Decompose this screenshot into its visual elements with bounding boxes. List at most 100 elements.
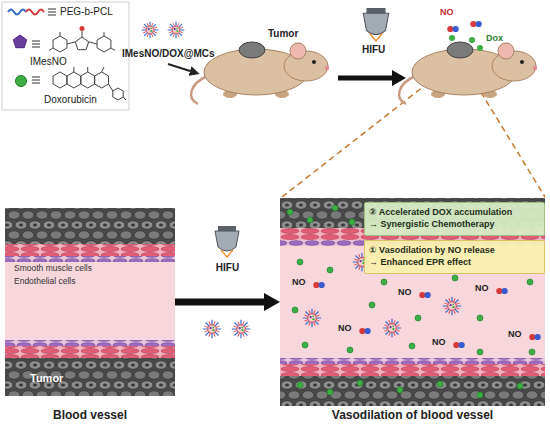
dox-dots [292,307,298,313]
molecule-label: NO [440,8,454,18]
dox-dots [347,347,353,353]
legend-frame [2,2,129,110]
vessel-dilated [280,358,545,364]
callout-text: → Synergistic Chemotherapy [369,218,540,230]
tumor-label: Tumor [268,28,298,39]
dox-dots [307,217,313,223]
dox-dots [452,275,458,281]
legend-swatch [15,75,27,87]
imesno-structure [75,37,88,50]
vessel-normal [5,208,175,244]
dox-dots [332,205,338,211]
legend-label: PEG-b-PCL [60,6,113,17]
agent-label: IMesNO/DOX@MCs [122,48,215,59]
micelle-icon [168,22,185,39]
injection-arrow [168,64,190,71]
dox-dots [287,209,293,215]
drug-label: Dox [486,34,503,44]
equivalence-symbol [32,41,40,47]
dox-dots [477,315,483,321]
legend-label: Doxorubicin [44,94,97,105]
dox-dots [415,315,421,321]
dox-dots [409,343,415,349]
device-label: HIFU [362,44,385,55]
panel-caption: Blood vessel [5,408,175,422]
dox-dots [302,342,308,348]
dox-dots [349,219,355,225]
mouse [191,76,207,104]
mouse [399,42,537,104]
vessel-normal [5,256,175,262]
doxorubicin-structure [81,72,95,88]
legend-label: IMesNO [30,56,67,67]
imesno-structure [97,36,111,52]
peg-chain [8,10,26,15]
transducer-icon [215,226,239,257]
vessel-normal [5,340,175,346]
vessel-panel: Vasodilation of blood vessel② Accelerate… [280,198,545,406]
micelle-icon [142,22,159,39]
no-molecule [419,292,431,298]
mouse [239,42,265,58]
micelle-icon [203,320,221,338]
no-molecule [359,328,371,334]
dox-dots [327,267,333,273]
callout-box: ① Vasodilation by NO release→ Enhanced E… [364,240,545,274]
mouse [284,51,328,81]
no-molecule [313,282,325,288]
molecule-label: NO [338,324,352,334]
molecule-label: NO [292,278,306,288]
dox-dots [357,380,363,386]
imesno-structure [49,26,115,52]
molecule-label: NO [475,284,489,294]
dox-dots [297,259,303,265]
dox-dot [449,35,455,41]
micelle-icon [383,319,401,337]
vessel-dilated [280,198,545,406]
imesno-structure [49,31,115,51]
process-arrow [338,76,392,81]
dox-dot [477,45,483,51]
imesno-structure [53,36,67,52]
callout-text: ① Vasodilation by NO release [369,244,540,256]
mouse [325,66,329,70]
cell-label: Endothelial cells [14,277,75,286]
dox-dots [477,349,483,355]
no-molecule [470,21,482,27]
cell-label: Smooth muscle cells [14,264,92,273]
callout-box: ② Accelerated DOX accumulation→ Synergis… [364,202,545,236]
dox-dots [527,279,533,285]
molecule-label: NO [508,330,522,340]
vessel-normal [5,208,175,396]
vessel-normal [5,244,175,256]
equivalence-symbol [48,9,56,15]
dox-dots [381,279,387,285]
tumor-label: Tumor [30,372,63,384]
dox-dots [369,302,375,308]
vessel-normal [5,262,175,340]
vessel-normal [5,358,175,396]
dox-dots [517,383,523,389]
vessel-normal [5,346,175,358]
doxorubicin-structure [67,72,81,88]
callout-text: → Enhanced EPR effect [369,256,540,268]
molecule-label: NO [432,338,446,348]
no-molecule [496,288,508,294]
mouse [290,43,306,59]
dox-dot [469,37,475,43]
no-molecule [529,334,541,340]
transducer-icon [363,8,389,41]
micelle-icon [232,320,250,338]
vessel-dilated [280,376,545,406]
molecule-label: NO [398,288,412,298]
dox-dots [529,349,535,355]
dox-dots [397,387,403,393]
vessel-dilated [280,364,545,376]
equivalence-symbol [32,77,40,83]
micelle-icon [443,297,461,315]
vessel-panel: Blood vessel [5,208,175,396]
callout-text: ② Accelerated DOX accumulation [369,206,540,218]
no-molecule [447,26,459,32]
